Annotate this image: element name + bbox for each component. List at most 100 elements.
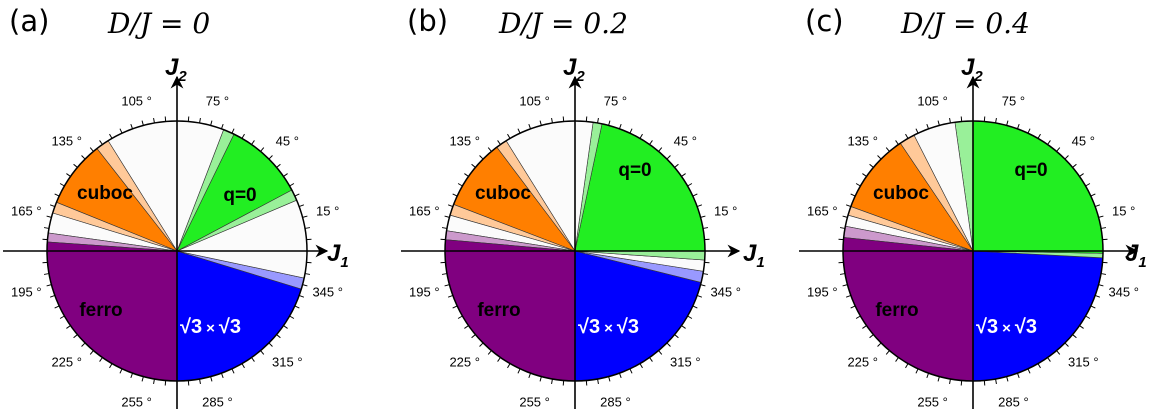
angle-tick [1094,204,1101,208]
angle-tick [1064,342,1069,347]
angle-tick [842,215,848,218]
angle-tick [231,368,235,374]
angle-tick [241,133,245,139]
angle-tick [687,315,693,319]
label-ferro: ferro [875,300,918,321]
label-sqrt3: √3×√3 [976,316,1037,338]
j1-axis-label: J1 [327,240,349,271]
angle-tick [497,140,501,145]
panel-letter-b: (b) [407,4,448,38]
angle-tick [130,372,134,379]
angle-tick [696,204,703,208]
degree-labels: 15 °45 °75 °105 °135 °165 °195 °225 °255… [807,93,1139,409]
angle-tick [862,325,867,329]
angle-tick [1100,273,1107,275]
angle-tick [268,342,273,347]
angle-tick [949,117,951,124]
degree-label: 135 ° [847,134,878,149]
angle-tick [681,325,686,329]
phase-sectors [444,120,706,382]
angle-tick [441,227,448,229]
angle-tick [608,120,611,126]
angle-tick [283,173,288,177]
angle-tick [855,315,861,319]
angle-tick [109,363,113,369]
angle-tick [507,133,511,139]
angle-tick [294,193,300,197]
angle-tick [692,193,698,197]
degree-label: 285 ° [202,395,233,410]
angle-tick [199,117,201,124]
angle-tick [46,284,52,287]
angle-tick [444,284,450,287]
degree-labels: 15 °45 °75 °105 °135 °165 °195 °225 °255… [409,93,741,409]
angle-tick [681,173,686,177]
angle-tick [842,284,848,287]
angle-tick [1098,215,1104,218]
angle-tick [1085,315,1091,319]
angle-tick [608,376,611,382]
angle-tick [618,123,622,130]
label-ferro: ferro [79,300,122,321]
angle-tick [59,183,65,187]
degree-label: 255 ° [917,395,948,410]
angle-tick [937,120,940,126]
angle-tick [1100,227,1107,229]
angle-tick [220,123,224,130]
angle-tick [666,342,671,347]
angle-ticks [440,116,710,386]
angle-tick [862,173,867,177]
angle-tick [1079,173,1084,177]
angle-tick [1056,147,1061,152]
angle-tick [639,363,643,369]
angle-tick [1006,120,1009,126]
angle-tick [276,163,281,168]
angle-tick [839,227,846,229]
angle-tick [441,273,448,275]
angle-tick [1090,193,1096,197]
angle-tick [1047,357,1051,362]
angle-tick [304,273,311,275]
label-sqrt3: √3×√3 [578,316,639,338]
angle-tick [99,357,103,362]
angle-tick [528,123,532,130]
angle-tick [1027,368,1031,374]
angle-tick [539,376,542,382]
label-q0: q=0 [1014,160,1047,181]
label-ferro: ferro [477,300,520,321]
degree-label: 45 ° [1072,134,1095,149]
angle-tick [81,155,86,160]
degree-label: 75 ° [604,93,627,108]
degree-label: 345 ° [312,284,343,299]
angle-tick [995,378,997,385]
angle-tick [995,117,997,124]
j2-axis-label: J2 [563,54,585,85]
angle-tick [302,215,308,218]
angle-tick [1090,305,1096,309]
panel-letter-c: (c) [805,4,844,38]
angle-tick [855,183,861,187]
degree-labels: 15 °45 °75 °105 °135 °165 °195 °225 °255… [11,93,343,409]
angle-tick [487,147,492,152]
angle-tick [700,215,706,218]
angle-tick [141,120,144,126]
angle-tick [464,325,469,329]
degree-label: 165 ° [807,204,838,219]
angle-tick [700,284,706,287]
degree-label: 225 ° [449,354,480,369]
angle-tick [649,357,653,362]
angle-tick [905,363,909,369]
angle-tick [895,357,899,362]
label-cuboc: cuboc [873,183,929,204]
angle-tick [220,372,224,379]
angle-tick [283,325,288,329]
degree-label: 165 ° [409,204,440,219]
angle-ticks [838,116,1108,386]
angle-tick [926,123,930,130]
angle-tick [304,227,311,229]
angle-tick [89,350,94,355]
angle-tick [447,294,454,298]
angle-tick [302,284,308,287]
angle-tick [471,163,476,168]
